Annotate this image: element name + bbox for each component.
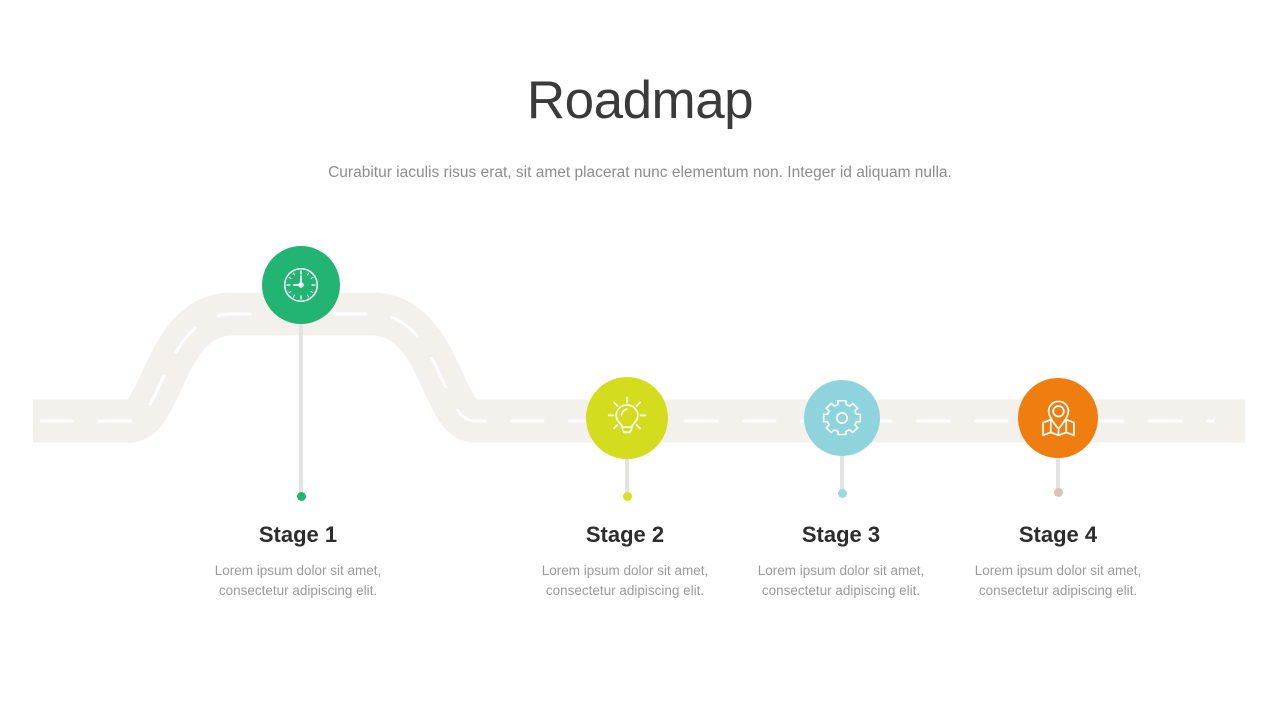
- gear-icon: [822, 400, 862, 436]
- stage-caption-3: Stage 3 Lorem ipsum dolor sit amet, cons…: [731, 522, 951, 601]
- stage-icon-badge-4[interactable]: [1018, 378, 1098, 458]
- stage-title-1: Stage 1: [258, 522, 338, 547]
- page-subtitle: Curabitur iaculis risus erat, sit amet p…: [328, 164, 952, 181]
- stage-dot-1: [296, 492, 306, 501]
- clock-icon: [283, 267, 319, 303]
- stage-stem-1: [299, 285, 303, 497]
- stage-caption-1: Stage 1 Lorem ipsum dolor sit amet, cons…: [188, 522, 408, 601]
- page-title: Roadmap: [526, 71, 754, 130]
- stage-description-3: Lorem ipsum dolor sit amet, consectetur …: [757, 563, 925, 598]
- stage-icon-badge-1[interactable]: [262, 246, 340, 324]
- stage-description-4: Lorem ipsum dolor sit amet, consectetur …: [974, 563, 1142, 598]
- stage-icon-badge-2[interactable]: [586, 377, 668, 459]
- stage-description-1: Lorem ipsum dolor sit amet, consectetur …: [214, 563, 382, 598]
- stage-caption-2: Stage 2 Lorem ipsum dolor sit amet, cons…: [515, 522, 735, 601]
- stage-title-3: Stage 3: [801, 522, 881, 547]
- stage-dot-4: [1053, 488, 1063, 497]
- stage-caption-4: Stage 4 Lorem ipsum dolor sit amet, cons…: [948, 522, 1168, 601]
- stage-title-4: Stage 4: [1018, 522, 1098, 547]
- stage-icon-badge-3[interactable]: [804, 380, 880, 456]
- stage-stem-3: [840, 418, 844, 494]
- stage-title-2: Stage 2: [585, 522, 665, 547]
- stage-dot-3: [837, 489, 847, 498]
- map-pin-icon: [1041, 399, 1075, 436]
- lightbulb-icon: [607, 396, 647, 434]
- stage-dot-2: [622, 492, 632, 501]
- stage-description-2: Lorem ipsum dolor sit amet, consectetur …: [541, 563, 709, 598]
